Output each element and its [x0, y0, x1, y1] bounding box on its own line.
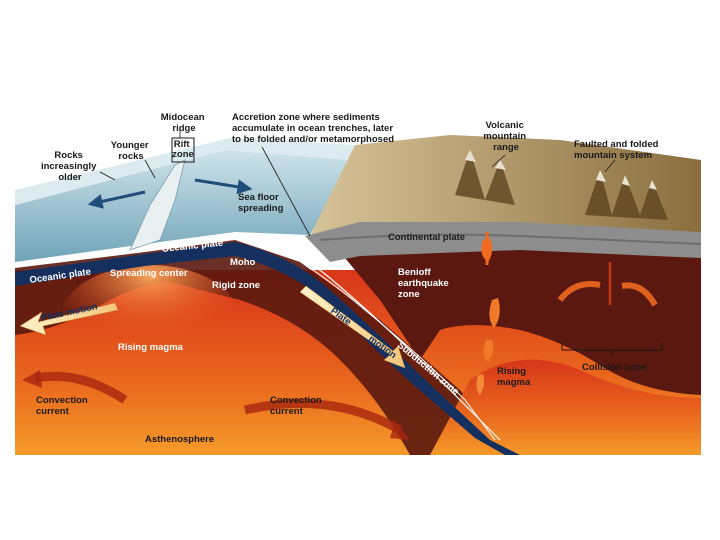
mantle-right: [430, 359, 701, 455]
accretion-zone-label: Accretion zone where sediments accumulat…: [232, 112, 396, 145]
collision-zone-bracket: [561, 342, 663, 356]
ocean-water: [15, 150, 350, 262]
continental-plate-label: Continental plate: [388, 232, 465, 243]
convection-left-label: Convection current: [36, 395, 90, 417]
rift-zone-box: [171, 137, 195, 163]
faulted-folded-label: Faulted and folded mountain system: [574, 139, 661, 161]
collision-zone-label: Collision zone: [582, 362, 646, 373]
convection-arrow-right-a: [557, 281, 601, 302]
rising-magma-right-label: Rising magma: [497, 366, 531, 388]
continental-lithosphere: [330, 230, 701, 395]
younger-rocks-label: Younger rocks: [111, 140, 151, 162]
faulted-folded-mountains: [585, 170, 668, 220]
ocean-surface: [15, 138, 355, 205]
plate-motion-arrow-left: [19, 302, 119, 336]
continental-plate-crust: [305, 222, 701, 262]
convection-center-label: Convection current: [270, 395, 324, 417]
volcanic-range-label: Volcanic mountain range: [483, 120, 528, 153]
plate-motion-arrow-right: [299, 285, 406, 369]
asthenosphere-label: Asthenosphere: [145, 434, 214, 445]
moho-label: Moho: [230, 257, 256, 268]
midocean-ridge: [129, 159, 186, 251]
rising-magma-plumes: [476, 232, 612, 395]
volcanic-mountains: [455, 150, 515, 205]
convection-arrow-left: [34, 371, 128, 404]
accretion-pointer: [261, 146, 311, 237]
convection-arrow-right-b: [621, 282, 658, 307]
convection-arrow-center: [243, 398, 403, 434]
sea-floor-spreading-label: Sea floor spreading: [238, 192, 284, 214]
spreading-arrow-left: [87, 190, 146, 209]
rocks-older-label: Rocks increasingly older: [41, 150, 99, 183]
benioff-zone-label: Benioff earthquake zone: [398, 267, 451, 300]
rigid-zone-label: Rigid zone: [212, 280, 260, 291]
midocean-ridge-label: Midocean ridge: [161, 112, 207, 134]
rising-magma-center-label: Rising magma: [118, 342, 184, 353]
spreading-center-label: Spreading center: [110, 268, 188, 279]
spreading-arrow-right: [194, 178, 253, 195]
moho-line: [149, 235, 501, 441]
rift-zone-label: Rift zone: [172, 139, 194, 160]
benioff-zone-line: [289, 254, 496, 441]
